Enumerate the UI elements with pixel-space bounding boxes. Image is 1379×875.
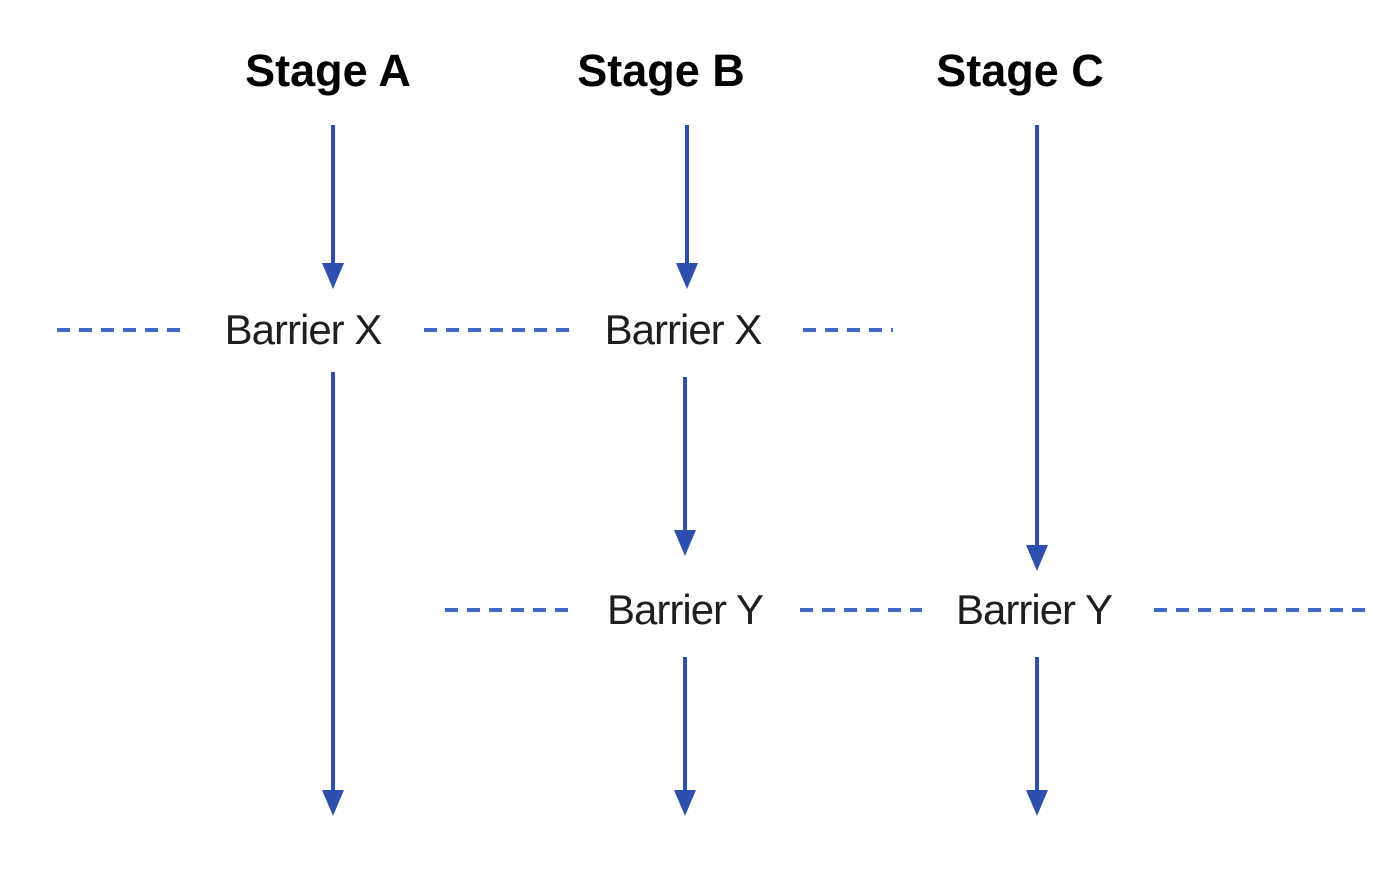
barrier-y-label-2: Barrier Y [956, 586, 1113, 633]
stage-b-arrow-middle [674, 377, 696, 556]
stage-a-arrow-bottom [322, 372, 344, 816]
stage-c-arrow-bottom [1026, 657, 1048, 816]
stage-a-arrow-top [322, 125, 344, 289]
barrier-x-label-2: Barrier X [604, 306, 763, 353]
barrier-x-label-1: Barrier X [224, 306, 383, 353]
stage-c-arrow-top [1026, 125, 1048, 571]
stage-c-label: Stage C [936, 45, 1104, 96]
stage-a-label: Stage A [245, 45, 411, 96]
barrier-y-label-1: Barrier Y [607, 586, 764, 633]
stage-b-arrow-bottom [674, 657, 696, 816]
stage-b-arrow-top [676, 125, 698, 289]
stage-b-label: Stage B [577, 45, 745, 96]
